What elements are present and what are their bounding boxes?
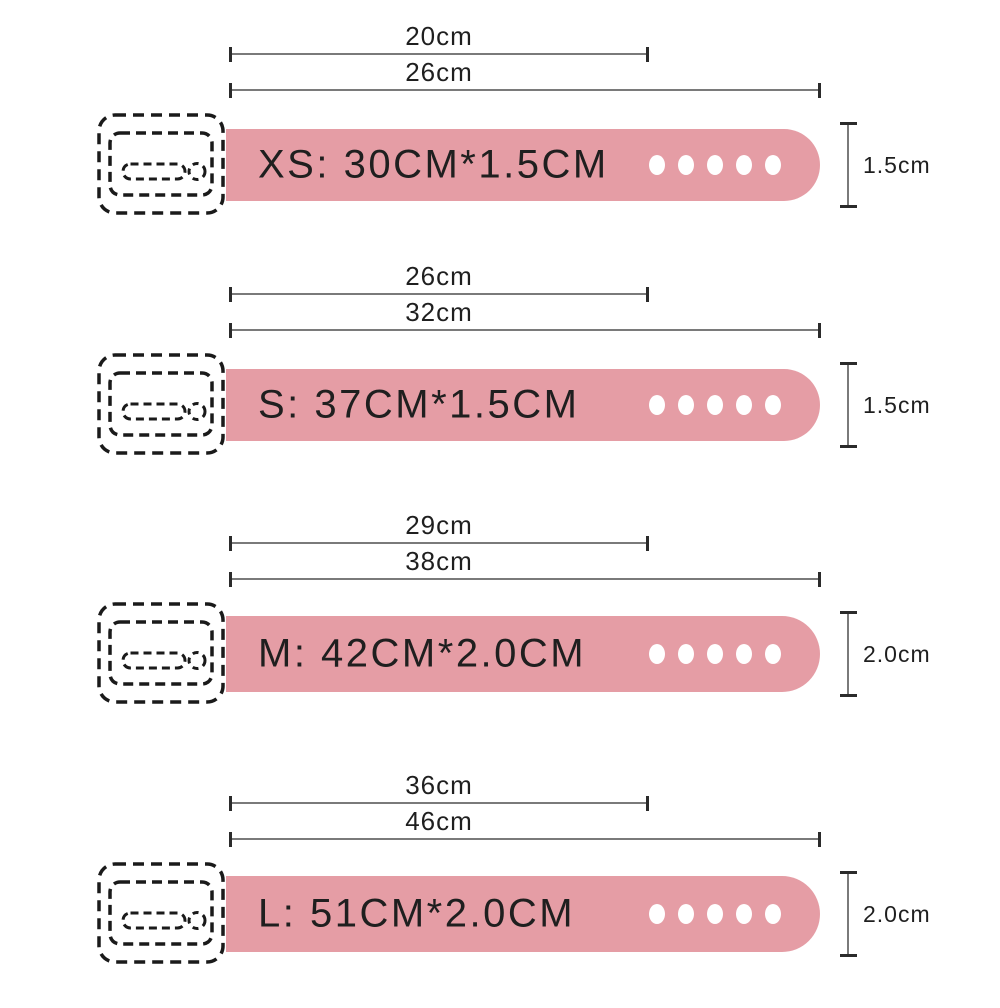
- outer-length-dimension-line: [229, 82, 821, 98]
- size-row-s: 26cm 32cm S: 37CM*1.5CM 1.5cm: [0, 262, 1000, 462]
- strap-hole: [736, 395, 752, 415]
- strap-hole: [765, 644, 781, 664]
- inner-length-dimension-line: [229, 46, 649, 62]
- strap-hole: [649, 644, 665, 664]
- strap-s: S: 37CM*1.5CM: [226, 369, 820, 441]
- strap-hole: [765, 395, 781, 415]
- width-dimension-line: [839, 871, 857, 957]
- outer-length-dimension-line: [229, 322, 821, 338]
- strap-hole: [707, 395, 723, 415]
- width-dimension-line: [839, 362, 857, 448]
- width-label: 2.0cm: [863, 641, 931, 667]
- strap-holes: [649, 904, 781, 924]
- strap-hole: [649, 904, 665, 924]
- strap-size-label: L: 51CM*2.0CM: [258, 891, 576, 936]
- inner-length-label: 36cm: [405, 770, 473, 800]
- inner-length-label: 26cm: [405, 261, 473, 291]
- strap-hole: [649, 395, 665, 415]
- strap-hole: [678, 904, 694, 924]
- buckle-icon: [97, 602, 225, 704]
- strap-hole: [678, 155, 694, 175]
- strap-hole: [678, 644, 694, 664]
- buckle-icon: [97, 862, 225, 964]
- outer-length-dimension-line: [229, 831, 821, 847]
- width-dimension-line: [839, 611, 857, 697]
- strap-hole: [736, 644, 752, 664]
- strap-hole: [649, 155, 665, 175]
- outer-length-label: 38cm: [405, 546, 473, 576]
- width-dimension-line: [839, 122, 857, 208]
- size-row-m: 29cm 38cm M: 42CM*2.0CM 2.0cm: [0, 511, 1000, 711]
- strap-hole: [765, 904, 781, 924]
- size-row-xs: 20cm 26cm XS: 30CM*1.5CM 1.5cm: [0, 22, 1000, 222]
- strap-holes: [649, 155, 781, 175]
- inner-length-dimension-line: [229, 286, 649, 302]
- strap-size-label: S: 37CM*1.5CM: [258, 382, 580, 427]
- inner-length-label: 29cm: [405, 510, 473, 540]
- outer-length-dimension-line: [229, 571, 821, 587]
- strap-size-label: XS: 30CM*1.5CM: [258, 142, 609, 187]
- inner-length-dimension-line: [229, 795, 649, 811]
- strap-hole: [707, 904, 723, 924]
- width-label: 1.5cm: [863, 152, 931, 178]
- inner-length-label: 20cm: [405, 21, 473, 51]
- strap-hole: [736, 155, 752, 175]
- buckle-icon: [97, 353, 225, 455]
- strap-xs: XS: 30CM*1.5CM: [226, 129, 820, 201]
- outer-length-label: 46cm: [405, 806, 473, 836]
- strap-holes: [649, 644, 781, 664]
- strap-hole: [707, 155, 723, 175]
- outer-length-label: 32cm: [405, 297, 473, 327]
- size-row-l: 36cm 46cm L: 51CM*2.0CM 2.0cm: [0, 771, 1000, 971]
- inner-length-dimension-line: [229, 535, 649, 551]
- strap-size-label: M: 42CM*2.0CM: [258, 631, 587, 676]
- strap-l: L: 51CM*2.0CM: [226, 876, 820, 952]
- strap-holes: [649, 395, 781, 415]
- width-label: 1.5cm: [863, 392, 931, 418]
- strap-hole: [678, 395, 694, 415]
- outer-length-label: 26cm: [405, 57, 473, 87]
- strap-hole: [736, 904, 752, 924]
- buckle-icon: [97, 113, 225, 215]
- strap-hole: [707, 644, 723, 664]
- strap-m: M: 42CM*2.0CM: [226, 616, 820, 692]
- strap-hole: [765, 155, 781, 175]
- width-label: 2.0cm: [863, 901, 931, 927]
